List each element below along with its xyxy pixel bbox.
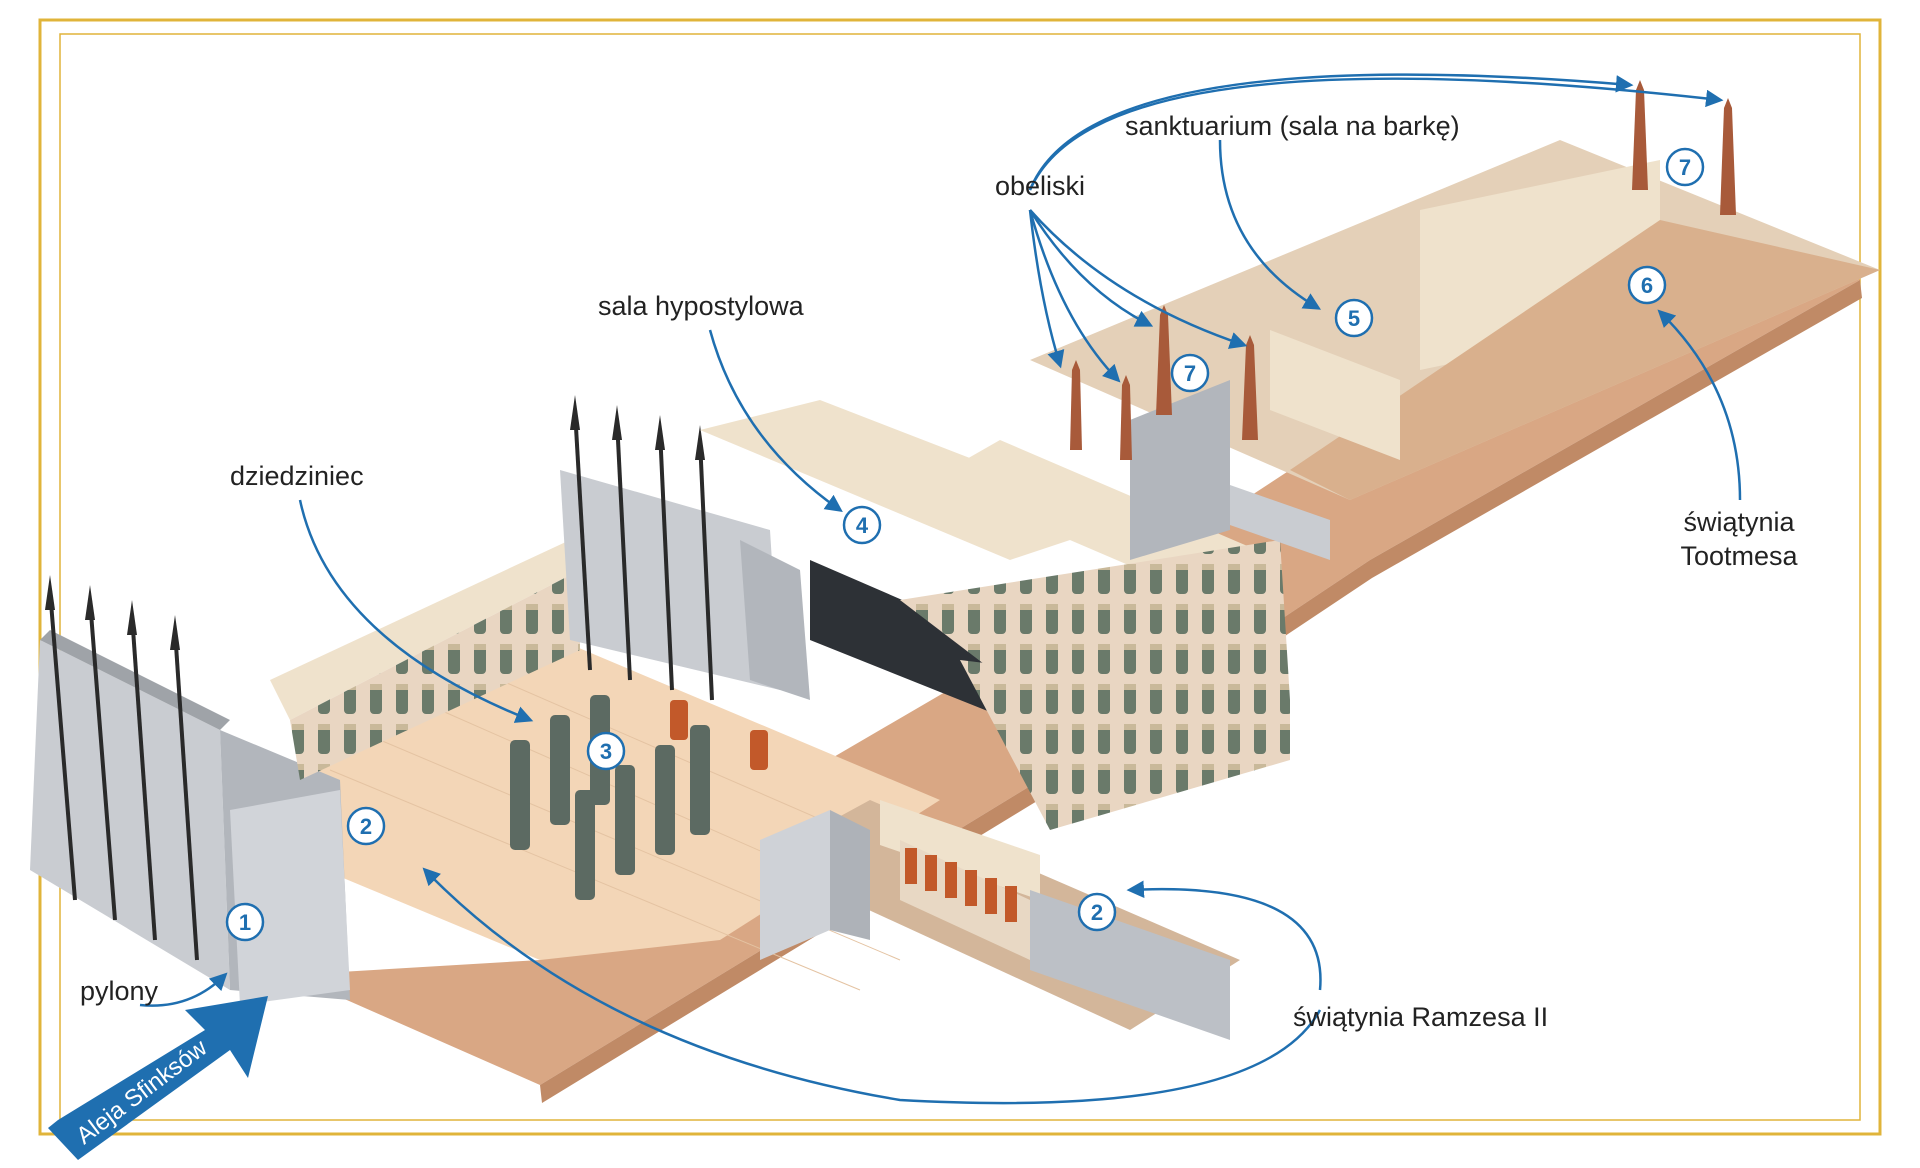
arrow-pylony <box>139 972 228 1007</box>
marker-5: 5 <box>1334 298 1374 338</box>
label-sanktuarium: sanktuarium (sala na barkę) <box>1125 111 1460 141</box>
obelisk <box>1070 370 1082 450</box>
svg-text:7: 7 <box>1679 155 1691 180</box>
label-dziedziniec: dziedziniec <box>230 461 364 491</box>
svg-text:2: 2 <box>360 814 372 839</box>
arrow-obeliski-1 <box>1028 209 1065 369</box>
obelisk <box>1156 315 1172 415</box>
svg-text:4: 4 <box>856 513 869 538</box>
arrow-obeliski-4 <box>1029 209 1248 349</box>
obelisk <box>1120 385 1132 460</box>
arrow-obeliski-3 <box>1028 209 1154 327</box>
ramesses-ii-temple <box>760 800 1240 1040</box>
label-aleja-sfinksow: Aleja Sfinksów <box>71 1034 212 1150</box>
svg-text:5: 5 <box>1348 306 1360 331</box>
label-swiatynia-ramzesa: świątynia Ramzesa II <box>1293 1002 1548 1032</box>
second-pylon <box>560 395 810 770</box>
arrow-obeliski-6 <box>1028 77 1724 191</box>
hypostyle-hall <box>700 400 1290 830</box>
arrow-ramzesa-1 <box>1126 880 1322 991</box>
marker-7-rear: 7 <box>1665 147 1705 187</box>
svg-text:1: 1 <box>239 910 251 935</box>
svg-text:7: 7 <box>1184 361 1196 386</box>
marker-6: 6 <box>1627 265 1667 305</box>
arrow-obeliski-2 <box>1028 209 1121 383</box>
marker-3: 3 <box>586 731 626 771</box>
svg-text:6: 6 <box>1641 273 1653 298</box>
arrow-sala-hypostylowa <box>708 329 843 513</box>
label-sala-hypostylowa: sala hypostylowa <box>598 291 805 321</box>
obelisk <box>1720 108 1736 215</box>
rear-complex <box>1030 140 1880 560</box>
svg-text:2: 2 <box>1091 900 1103 925</box>
marker-4: 4 <box>842 505 882 545</box>
label-obeliski: obeliski <box>995 171 1085 201</box>
obelisk <box>1242 345 1258 440</box>
arrow-dziedziniec <box>298 499 534 723</box>
marker-2-courtyard: 2 <box>346 806 386 846</box>
label-pylony: pylony <box>80 976 159 1006</box>
callout-arrows <box>139 73 1742 1105</box>
svg-text:3: 3 <box>600 739 612 764</box>
arrow-ramzesa-2 <box>422 867 1322 1105</box>
courtyard-colonnade <box>270 540 580 780</box>
inner-frame <box>59 33 1861 1121</box>
marker-2-ramesses: 2 <box>1077 892 1117 932</box>
marker-1: 1 <box>225 902 265 942</box>
text-labels: pylony dziedziniec sala hypostylowa obel… <box>80 111 1799 1032</box>
first-pylon <box>30 575 350 1005</box>
obelisk <box>1632 90 1648 190</box>
arrow-tootmesa <box>1657 309 1742 501</box>
marker-7-front: 7 <box>1170 353 1210 393</box>
outer-frame <box>38 18 1882 1136</box>
arrow-sanktuarium <box>1218 139 1322 310</box>
obelisks <box>1070 80 1736 460</box>
number-markers: 1 2 2 3 4 5 6 7 <box>225 147 1705 942</box>
label-swiatynia-tootmesa-line2: Tootmesa <box>1680 541 1798 571</box>
label-swiatynia-tootmesa-line1: świątynia <box>1683 507 1795 537</box>
